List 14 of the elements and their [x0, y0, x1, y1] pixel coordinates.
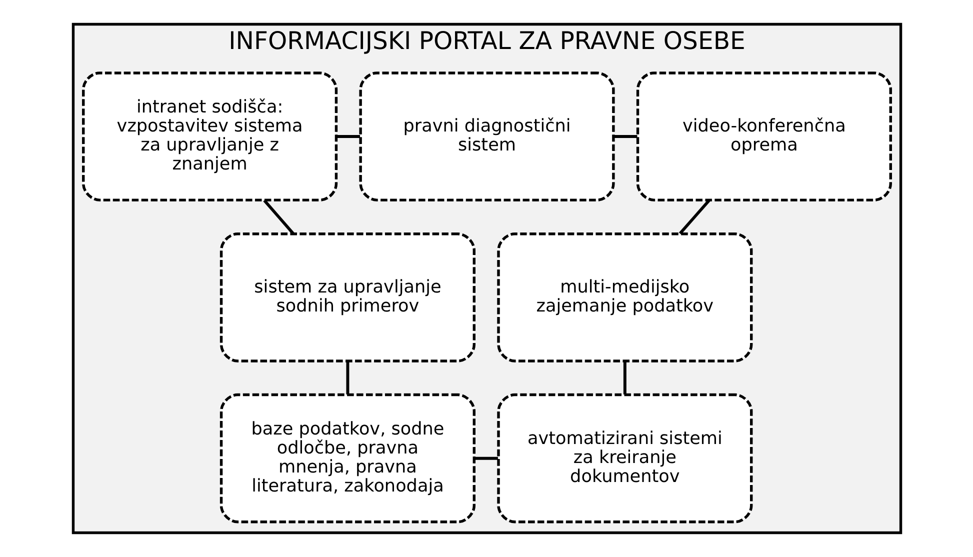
node-box: multi-medijsko zajemanje podatkov [496, 232, 752, 362]
connector [474, 456, 498, 460]
connector [336, 135, 360, 138]
node-box: baze podatkov, sodne odločbe, pravna mnenja, pravna literatura, zakonodaja [219, 393, 475, 524]
node-box: avtomatizirani sistemi za kreiranje dokumentov [496, 393, 752, 524]
node-box: intranet sodišča: vzpostavitev sistema za upravljanje z znanjem [82, 72, 338, 202]
connector [613, 135, 637, 138]
connector [346, 361, 349, 394]
node-box: pravni diagnostični sistem [358, 72, 614, 202]
connector [678, 199, 710, 234]
node-box: video-konferenčna oprema [636, 72, 892, 202]
node-box: sistem za upravljanje sodnih primerov [219, 232, 475, 362]
connector [262, 199, 294, 234]
connector [622, 361, 626, 394]
